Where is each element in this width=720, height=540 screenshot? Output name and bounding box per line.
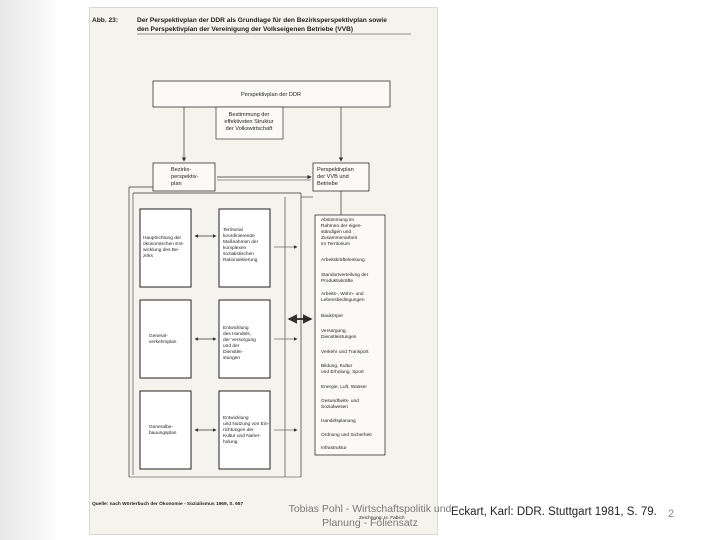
- structure-line-1: Bestimmung der: [229, 112, 270, 118]
- mid-box-2: [218, 299, 271, 379]
- mid-1-line-1: Territorial: [223, 227, 243, 233]
- right-list-7-line-1: und Erholung, Sport: [321, 369, 364, 375]
- mid-2-line-5: Dienstlei-: [223, 349, 243, 355]
- left-margin-shade: [0, 0, 58, 540]
- footer-line-2: Planung - Foliensatz: [322, 517, 418, 529]
- left-2-line-1: General-: [149, 333, 168, 339]
- left-1-line-2: ökonomischen Ent-: [143, 241, 184, 247]
- structure-line-2: effektivsten Struktur: [224, 119, 273, 125]
- scanned-figure: Abb. 23: Der Perspektivplan der DDR als …: [89, 7, 438, 535]
- bezirk-line-2: perspektiv-: [171, 174, 198, 180]
- mid-box-1: [218, 208, 271, 288]
- mid-3-line-5: holung: [223, 439, 238, 445]
- right-list-9-line-0: Gesundheits- und: [321, 398, 359, 404]
- right-list-5-line-0: Versorgung,: [321, 328, 347, 334]
- caption-label: Abb. 23:: [92, 17, 118, 24]
- right-list-2-line-1: Produktivkräfte: [321, 278, 353, 284]
- bezirk-plan-box: [152, 162, 216, 192]
- left-box-2: [139, 299, 192, 379]
- right-list-10: Handelsplanung: [321, 418, 356, 424]
- right-list-3-line-0: Arbeits-, Wohn- und: [321, 291, 364, 297]
- mid-box-3: [218, 390, 271, 470]
- slide-footer: Tobias Pohl - Wirtschaftspolitik und Pla…: [270, 502, 470, 530]
- left-box-1: [139, 208, 192, 288]
- ddr-plan-label: Perspektivplan der DDR: [241, 92, 301, 98]
- vvb-line-2: der VVB und: [317, 174, 349, 180]
- bezirk-line-1: Bezirks-: [171, 167, 191, 173]
- mid-1-line-4: komplexen: [223, 245, 247, 251]
- mid-3-line-1: Entwicklung: [223, 415, 249, 421]
- mid-2-line-1: Entwicklung: [223, 325, 249, 331]
- right-list-12: Infrastruktur: [321, 445, 347, 451]
- right-list-4: Baukörper: [321, 313, 344, 319]
- right-list-1: Arbeitskräftelenkung: [321, 257, 365, 263]
- drawing-note: Zeichnung: H. Fabich: [359, 515, 405, 521]
- right-list-7-line-0: Bildung, Kultur: [321, 363, 353, 369]
- mid-3-line-4: Kultur und Naher-: [223, 433, 261, 439]
- right-list-5-line-1: Dienstleistungen: [321, 334, 357, 340]
- right-list-6: Verkehr und Transport: [321, 349, 369, 355]
- caption-line-2: den Perspektivplan der Vereinigung der V…: [137, 26, 353, 33]
- mid-2-line-2: des Handels,: [223, 331, 251, 337]
- bezirk-line-3: plan: [171, 181, 182, 187]
- caption-line-1: Der Perspektivplan der DDR als Grundlage…: [137, 17, 387, 24]
- left-2-line-2: verkehrsplan: [149, 339, 177, 345]
- left-3-line-2: bauungsplan: [149, 430, 177, 436]
- figure-diagram: Abb. 23: Der Perspektivplan der DDR als …: [92, 17, 411, 521]
- structure-box: [215, 106, 284, 140]
- right-list-0-line-1: Rahmen der eigen-: [321, 223, 362, 229]
- left-1-line-1: Hauptrichtung der: [143, 235, 182, 241]
- mid-1-line-3: Maßnahmen der: [223, 239, 259, 245]
- mid-1-line-2: koordinierende: [223, 233, 255, 239]
- structure-line-3: der Volkswirtschaft: [226, 126, 273, 132]
- right-list-0-line-3: Zusammenarbeit: [321, 235, 358, 241]
- right-list-11: Ordnung und Sicherheit: [321, 432, 372, 438]
- right-list-8: Energie, Luft, Wasser: [321, 384, 367, 390]
- coordination-list-box: [314, 214, 386, 456]
- mid-3-line-3: richtungen der: [223, 427, 254, 433]
- mid-1-line-6: Rationalisierung: [223, 257, 258, 263]
- right-list-2-line-0: Standortverteilung der: [321, 272, 369, 278]
- right-list-0-line-0: Abstimmung im: [321, 217, 354, 223]
- right-list-9-line-1: Sozialwesen: [321, 404, 348, 410]
- mid-2-line-6: stungen: [223, 355, 240, 361]
- page-number: 2: [668, 508, 675, 520]
- left-1-line-4: zirks: [143, 253, 153, 259]
- footer-line-1: Tobias Pohl - Wirtschaftspolitik und: [288, 503, 452, 515]
- vvb-line-3: Betriebe: [317, 181, 338, 187]
- mid-2-line-3: der Versorgung: [223, 337, 256, 343]
- mid-2-line-4: und der: [223, 343, 240, 349]
- right-list-3-line-1: Lebensbedingungen: [321, 297, 365, 303]
- left-box-3: [139, 390, 192, 470]
- left-1-line-3: wicklung des Be-: [143, 247, 180, 253]
- source-line: Quelle: nach Wörterbuch der Ökonomie - S…: [92, 500, 243, 507]
- mid-1-line-5: sozialistischen: [223, 251, 254, 257]
- right-list-0-line-4: im Territorium: [321, 241, 350, 247]
- right-list-0-line-2: ständigen und: [321, 229, 351, 235]
- vvb-line-1: Perspektivplan: [317, 167, 354, 173]
- mid-3-line-2: und Nutzung von Ein-: [223, 421, 270, 427]
- source-citation: Eckart, Karl: DDR. Stuttgart 1981, S. 79…: [451, 506, 657, 518]
- left-3-line-1: Generalbe-: [149, 424, 173, 430]
